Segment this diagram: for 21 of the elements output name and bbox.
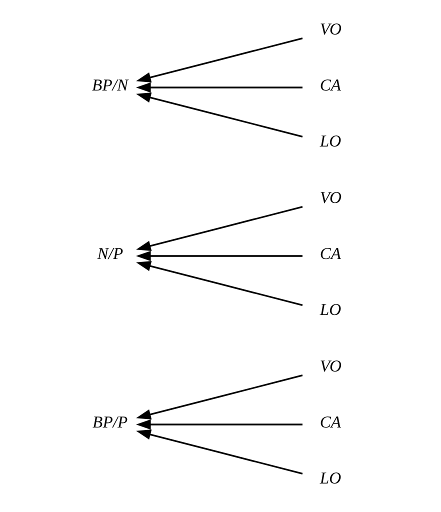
arrow — [136, 206, 303, 251]
arrow — [136, 430, 303, 474]
node-text: CA — [320, 75, 342, 94]
arrow — [136, 38, 303, 82]
node-text: BP/P — [92, 412, 128, 432]
node-text: LO — [320, 132, 342, 151]
node-text: VO — [320, 19, 342, 38]
arrow — [136, 374, 303, 420]
node-text: LO — [320, 300, 342, 320]
node-text: CA — [320, 244, 342, 263]
node-text: VO — [320, 356, 342, 376]
node-text: CA — [320, 412, 342, 432]
arrow — [136, 419, 302, 430]
node-text: N/P — [97, 244, 124, 263]
node-text: LO — [320, 468, 342, 488]
node-text: VO — [320, 188, 342, 207]
node-text: BP/N — [92, 75, 128, 94]
arrow — [136, 261, 303, 306]
arrow — [136, 82, 302, 93]
arrow — [136, 92, 303, 138]
arrow — [136, 250, 302, 262]
